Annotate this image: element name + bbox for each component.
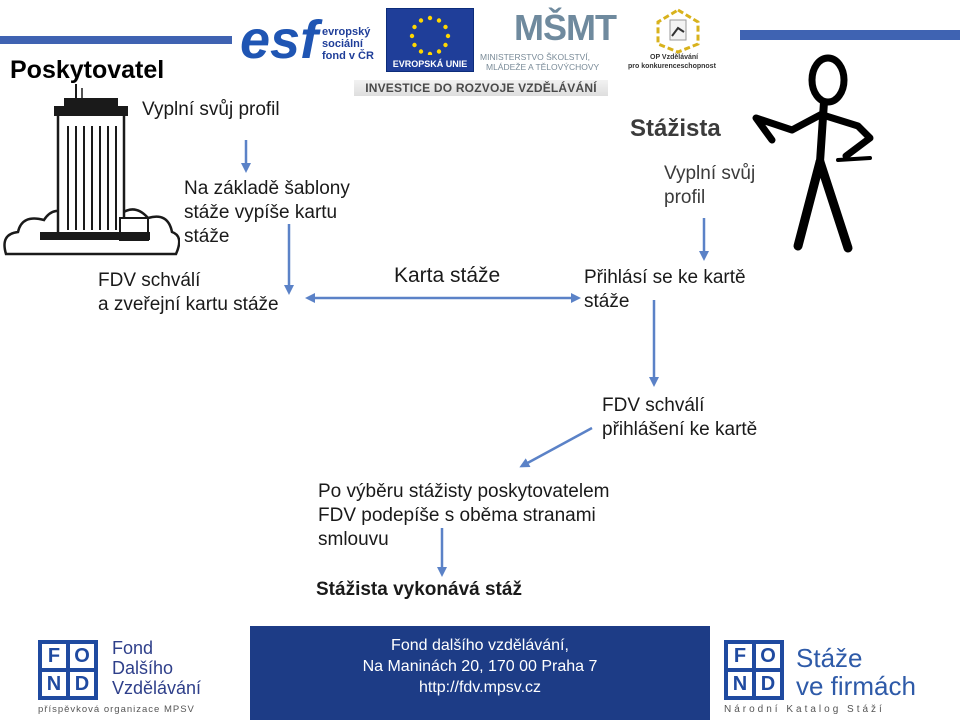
staze-logo-cell-d: D [756, 672, 780, 696]
fdv-caption: příspěvková organizace MPSV [38, 704, 195, 715]
op-logo-line2: pro konkurenceschopnost [628, 63, 716, 70]
provider-title: Poskytovatel [10, 56, 165, 84]
footer-line1: Fond dalšího vzdělávání, [391, 637, 569, 654]
building-icon [3, 84, 180, 256]
op-vzdelavani-logo: OP Vzdělávání pro konkurenceschopnost [624, 8, 734, 72]
select-line3: smlouvu [318, 529, 389, 550]
provider-card-line3: stáže [184, 226, 230, 247]
esf-logo-mark: esf [240, 10, 319, 70]
flow-arrows [241, 140, 709, 577]
header-accent-bar-left [0, 36, 232, 44]
fdv-footer-logo: F O N D Fond Dalšího Vzdělávání příspěvk… [0, 626, 248, 720]
fdv-logo-cell-d: D [70, 672, 94, 696]
staze-logo-cell-f: F [728, 644, 752, 668]
msmt-logo-line2: MLÁDEŽE A TĚLOVÝCHOVY [486, 62, 600, 72]
provider-card-line1: Na základě šablony [184, 178, 350, 199]
fdv-name-line1: Fond [112, 638, 154, 658]
staze-logo-cell-o: O [756, 644, 780, 668]
fdv-logo-icon: F O N D [38, 640, 98, 700]
msmt-logo-mark: MŠMT [514, 7, 617, 48]
eu-flag-logo: EVROPSKÁ UNIE [386, 8, 474, 72]
fdv-logo-cell-n: N [42, 672, 66, 696]
staze-caption: Národní Katalog Stáží [724, 704, 885, 715]
esf-logo-line2: sociální [322, 38, 363, 50]
fdv-name-line3: Vzdělávání [112, 678, 202, 698]
fdv-name-line2: Dalšího [112, 658, 174, 678]
karta-stáže-label: Karta stáže [394, 264, 501, 287]
staze-name-line1: Stáže [796, 643, 863, 673]
select-line2: FDV podepíše s oběma stranami [318, 505, 596, 526]
investice-banner: INVESTICE DO ROZVOJE VZDĚLÁVÁNÍ [354, 80, 608, 96]
esf-logo: esf evropský sociální fond v ČR [236, 6, 382, 76]
esf-logo-line1: evropský [322, 26, 371, 38]
fdv-approve-line2: a zveřejní kartu stáže [98, 294, 279, 315]
msmt-logo-line1: MINISTERSTVO ŠKOLSTVÍ, [480, 52, 591, 62]
header-accent-bar-right [740, 30, 960, 40]
apply-line1: Přihlásí se ke kartě [584, 267, 746, 288]
fdv-apply-line1: FDV schválí [602, 395, 705, 416]
staze-name-line2: ve firmách [796, 671, 916, 701]
intern-profile-line1: Vyplní svůj [664, 163, 756, 184]
provider-card-line2: stáže vypíše kartu [184, 202, 338, 223]
footer-link[interactable]: http://fdv.mpsv.cz [418, 679, 542, 696]
staze-logo-icon: F O N D [724, 640, 784, 700]
provider-profile-text: Vyplní svůj profil [142, 99, 280, 120]
apply-line2: stáže [584, 291, 630, 312]
arrow-fdv-to-selection [519, 426, 593, 468]
fdv-approve-line1: FDV schválí [98, 270, 201, 291]
esf-logo-line3: fond v ČR [322, 50, 374, 62]
intern-title: Stážista [630, 115, 721, 142]
intern-profile-line2: profil [664, 187, 706, 208]
stick-figure-icon [752, 54, 874, 253]
op-emblem-icon [656, 8, 700, 54]
select-line1: Po výběru stážisty poskytovatelem [318, 481, 610, 502]
staze-ve-firmach-logo: F O N D Stáže ve firmách Národní Katalog… [714, 626, 960, 720]
msmt-logo: MŠMT MINISTERSTVO ŠKOLSTVÍ, MLÁDEŽE A TĚ… [480, 8, 620, 74]
fdv-logo-cell-f: F [42, 644, 66, 668]
final-step: Stážista vykonává stáž [316, 579, 522, 600]
fdv-apply-line2: přihlášení ke kartě [602, 419, 758, 440]
footer-address-block: Fond dalšího vzdělávání, Na Maninách 20,… [250, 626, 710, 720]
staze-logo-cell-n: N [728, 672, 752, 696]
fdv-logo-cell-o: O [70, 644, 94, 668]
op-logo-line1: OP Vzdělávání [650, 54, 699, 61]
eu-label: EVROPSKÁ UNIE [392, 59, 468, 69]
footer-line2: Na Maninách 20, 170 00 Praha 7 [362, 658, 598, 675]
